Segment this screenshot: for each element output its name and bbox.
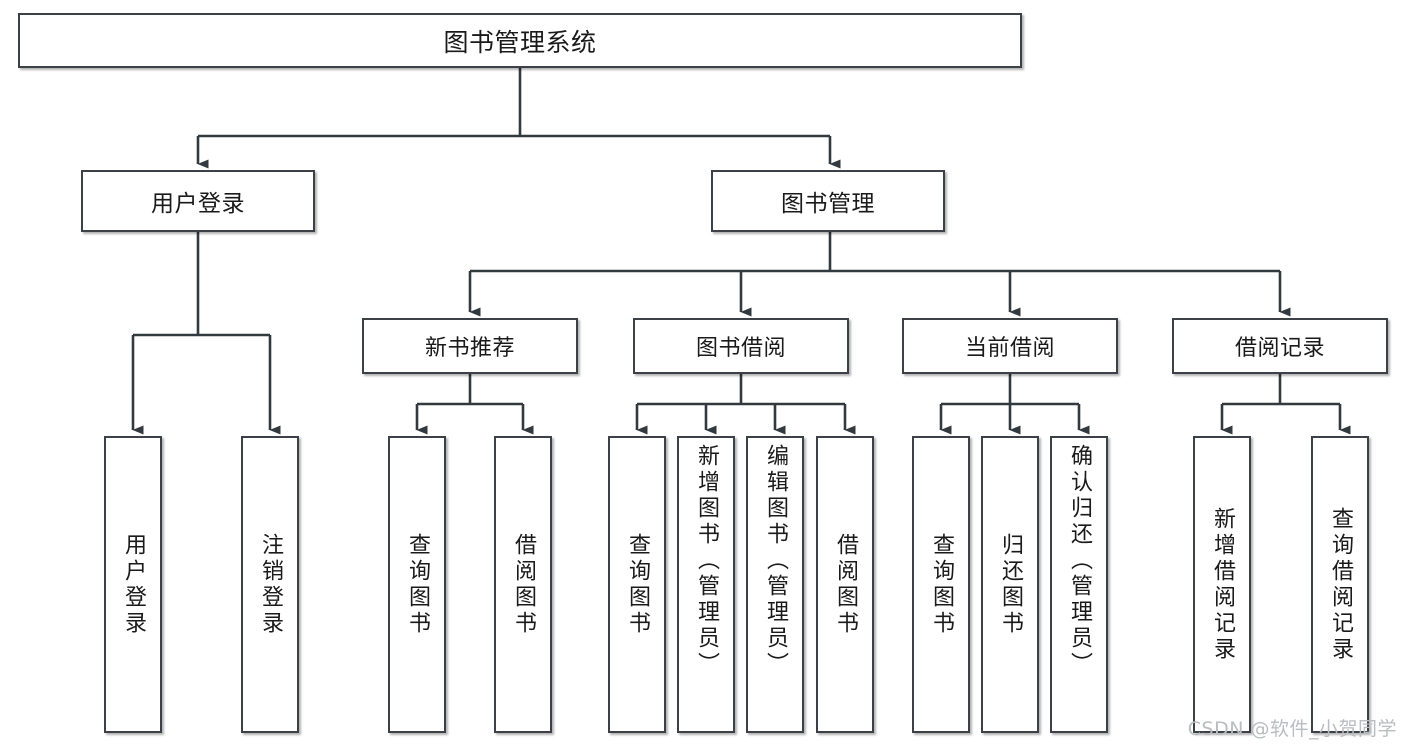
leaf-user-login-login-label: 用户登录: [121, 532, 146, 637]
leaf-user-login-logout[interactable]: 注销登录: [241, 436, 299, 733]
node-current-borrow[interactable]: 当前借阅: [902, 318, 1118, 374]
leaf-book-borrow-query-label: 查询图书: [625, 532, 650, 637]
leaf-book-borrow-edit-label: 编辑图书（管理员）: [763, 444, 788, 678]
leaf-current-borrow-query-label: 查询图书: [929, 532, 954, 637]
node-book-borrow-label: 图书借阅: [695, 336, 786, 361]
leaf-borrow-record-query-label: 查询借阅记录: [1328, 506, 1353, 663]
node-new-book-recommend[interactable]: 新书推荐: [362, 318, 578, 374]
node-borrow-record[interactable]: 借阅记录: [1172, 318, 1388, 374]
leaf-book-borrow-edit[interactable]: 编辑图书（管理员）: [746, 436, 804, 733]
csdn-watermark: CSDN @软件_小贺同学: [1187, 718, 1397, 740]
node-user-login[interactable]: 用户登录: [81, 170, 315, 232]
node-book-manage[interactable]: 图书管理: [711, 170, 945, 232]
leaf-book-borrow-borrow-label: 借阅图书: [833, 532, 858, 637]
node-book-manage-label: 图书管理: [781, 191, 875, 217]
leaf-new-book-borrow-label: 借阅图书: [511, 532, 536, 637]
leaf-current-borrow-return[interactable]: 归还图书: [981, 436, 1039, 733]
node-current-borrow-label: 当前借阅: [964, 336, 1055, 361]
leaf-current-borrow-query[interactable]: 查询图书: [912, 436, 970, 733]
leaf-current-borrow-return-label: 归还图书: [998, 532, 1023, 637]
node-borrow-record-label: 借阅记录: [1234, 336, 1325, 361]
leaf-new-book-query[interactable]: 查询图书: [388, 436, 446, 733]
leaf-new-book-query-label: 查询图书: [405, 532, 430, 637]
leaf-borrow-record-add[interactable]: 新增借阅记录: [1193, 436, 1251, 733]
leaf-current-borrow-confirm-label: 确认归还（管理员）: [1067, 444, 1092, 678]
leaf-book-borrow-add[interactable]: 新增图书（管理员）: [677, 436, 735, 733]
leaf-user-login-login[interactable]: 用户登录: [104, 436, 162, 733]
leaf-book-borrow-query[interactable]: 查询图书: [608, 436, 666, 733]
leaf-user-login-logout-label: 注销登录: [258, 532, 283, 637]
leaf-new-book-borrow[interactable]: 借阅图书: [494, 436, 552, 733]
leaf-borrow-record-add-label: 新增借阅记录: [1210, 506, 1235, 663]
leaf-current-borrow-confirm[interactable]: 确认归还（管理员）: [1050, 436, 1108, 733]
node-root-system[interactable]: 图书管理系统: [18, 13, 1022, 68]
node-user-login-label: 用户登录: [151, 191, 245, 217]
leaf-book-borrow-add-label: 新增图书（管理员）: [694, 444, 719, 678]
leaf-borrow-record-query[interactable]: 查询借阅记录: [1311, 436, 1369, 733]
node-new-book-recommend-label: 新书推荐: [424, 336, 515, 361]
node-book-borrow[interactable]: 图书借阅: [633, 318, 849, 374]
node-root-label: 图书管理系统: [443, 27, 597, 57]
leaf-book-borrow-borrow[interactable]: 借阅图书: [816, 436, 874, 733]
